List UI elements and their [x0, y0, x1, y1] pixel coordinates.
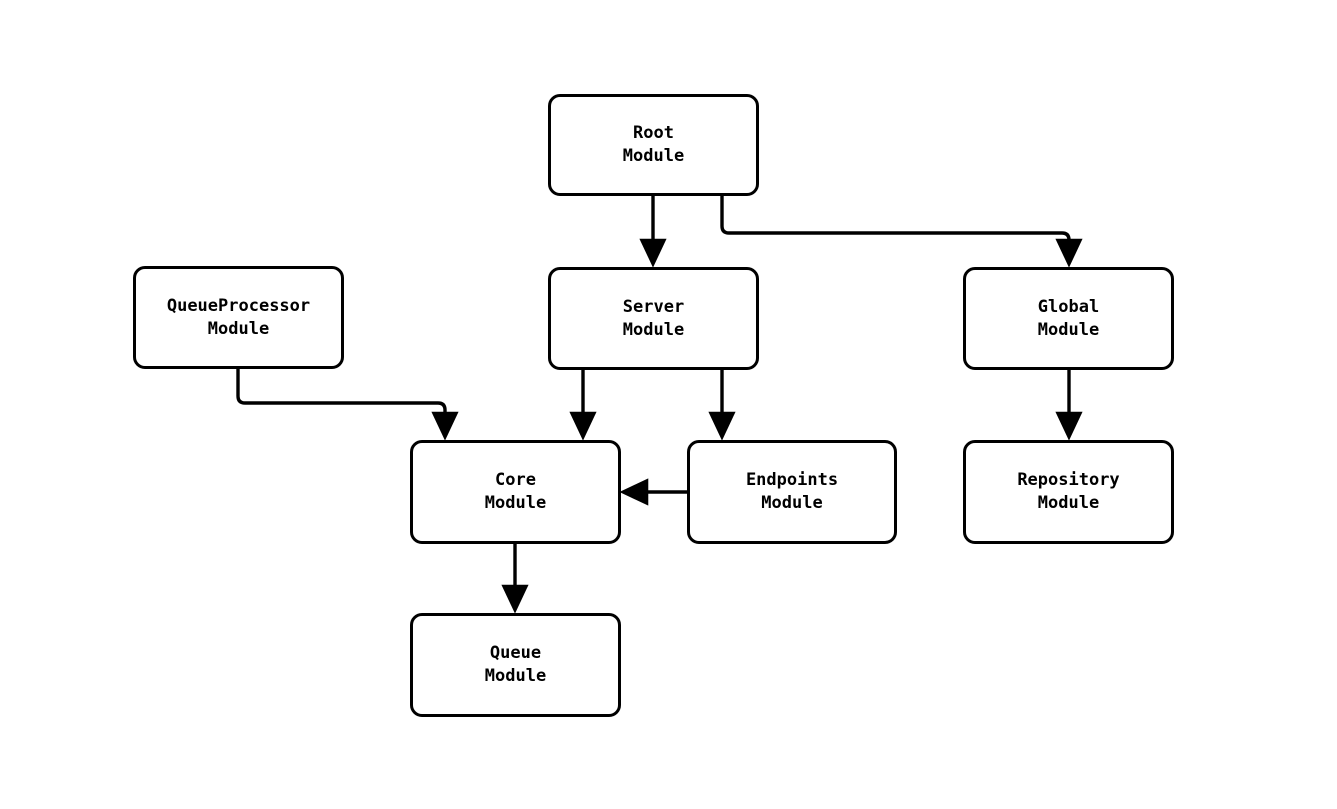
node-core-module-label: Core Module [484, 470, 547, 513]
node-repository-module-label: Repository Module [1017, 470, 1120, 513]
edge-root-to-global [720, 196, 1083, 268]
node-queue-module[interactable]: Queue Module [410, 613, 621, 717]
node-root-module-label: Root Module [622, 123, 685, 166]
edge-queueprocessor-to-core [236, 369, 459, 441]
node-core-module[interactable]: Core Module [410, 440, 621, 544]
node-endpoints-module-label: Endpoints Module [745, 470, 839, 513]
node-queueprocessor-module-label: QueueProcessor Module [166, 295, 311, 339]
node-endpoints-module[interactable]: Endpoints Module [687, 440, 897, 544]
node-server-module[interactable]: Server Module [548, 267, 759, 370]
node-queue-module-label: Queue Module [484, 643, 547, 686]
node-repository-module[interactable]: Repository Module [963, 440, 1174, 544]
node-queueprocessor-module[interactable]: QueueProcessor Module [133, 266, 344, 369]
node-global-module-label: Global Module [1037, 296, 1100, 340]
node-server-module-label: Server Module [622, 296, 685, 340]
node-global-module[interactable]: Global Module [963, 267, 1174, 370]
node-root-module[interactable]: Root Module [548, 94, 759, 196]
